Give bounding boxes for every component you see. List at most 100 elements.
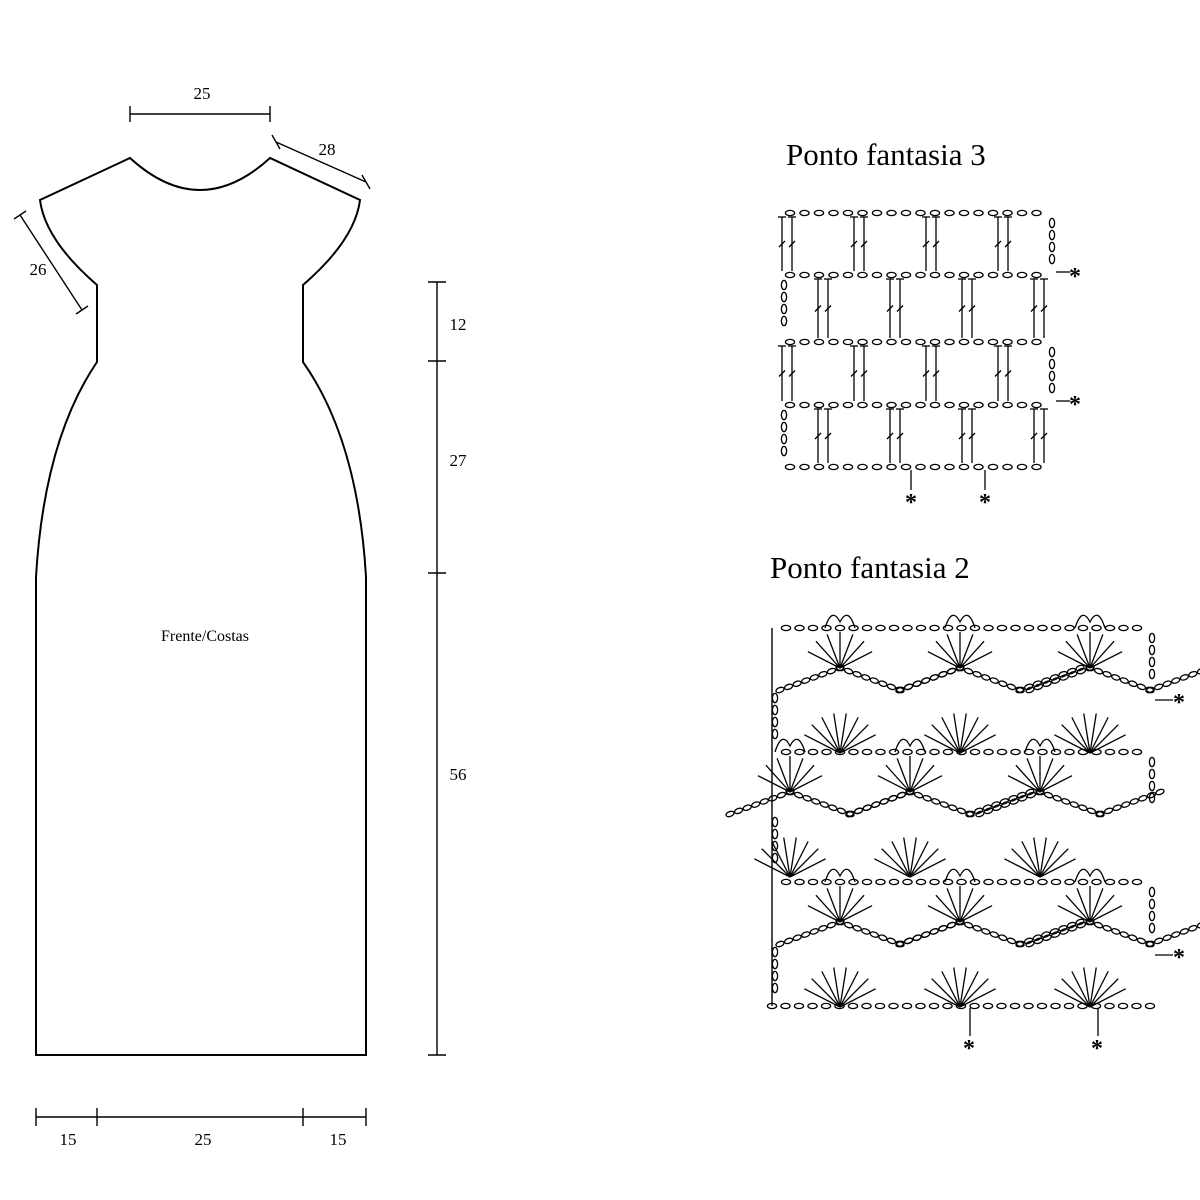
fan-stitch [839,717,859,754]
chain-stitch [857,338,868,346]
chain-stitch [1033,683,1044,691]
chain-stitch [921,677,931,684]
double-crochet [850,370,858,377]
chain-stitch [963,667,974,675]
chain-stitch [1031,401,1042,409]
chain-stitch [1048,241,1056,253]
chain-stitch [861,1002,872,1010]
fan-stitch [826,634,841,669]
chain-stitch [835,664,845,672]
chain-stitch [1058,924,1068,932]
chain-stitch [843,921,854,929]
chain-stitch [813,463,825,471]
chain-stitch [1036,1002,1048,1010]
chain-stitch [888,748,900,756]
fan-stitch [789,841,809,878]
chain-stitch [973,338,984,346]
chain-stitch [792,934,802,942]
chain-stitch [944,271,955,279]
chain-stitch [801,931,811,938]
chain-stitch [1118,624,1129,632]
chain-stitch [1148,768,1156,780]
chain-stitch [871,209,883,217]
chain-stitch [929,209,941,217]
fan-stitch [789,837,797,878]
chain-stitch [1002,338,1013,346]
chain-stitch [1031,209,1042,217]
chain-stitch [780,303,788,315]
chain-stitch [1077,624,1089,632]
chain-stitch [780,291,788,303]
chain-stitch [944,463,955,471]
chain-stitch [878,680,888,688]
chain-stitch [963,921,974,929]
armhole-label: 26 [30,260,47,279]
chain-stitch [886,209,897,217]
chain-stitch [1148,792,1156,804]
chain-stitch [818,924,828,932]
chain-stitch [902,878,913,886]
fan-stitch [1071,717,1091,754]
fan-stitch [1033,837,1041,878]
chain-stitch [784,463,796,471]
chain-stitch [989,931,999,938]
chain-stitch [1148,898,1156,910]
double-crochet [922,370,930,377]
chain-stitch [771,840,779,852]
chain-stitch [1033,937,1044,945]
fan-stitch [811,724,841,754]
chain-stitch [813,209,825,217]
piece-label: Frente/Costas [161,628,249,645]
chain-stitch [862,804,872,812]
chain-stitch [1104,624,1116,632]
chain-stitch [742,804,752,812]
chain-stitch [981,928,991,935]
chain-stitch [780,1002,791,1010]
fan-stitch [833,713,841,754]
fan-stitch [1089,905,1123,923]
fan-stitch [1089,988,1126,1008]
chain-stitch [1155,788,1165,796]
chain-stitch [955,918,965,926]
skirt-height-label: 56 [450,765,467,784]
fan-stitch [839,640,865,669]
chain-stitch [826,921,837,929]
chain-stitch [780,421,788,433]
chain-stitch [780,445,788,457]
chain-stitch [1148,668,1156,680]
fan-stitch [896,758,911,793]
chain-stitch [842,209,854,217]
chain-stitch [896,791,907,799]
fan-stitch [839,971,859,1008]
chain-stitch [944,401,955,409]
chain-stitch [843,667,854,675]
chain-stitch [828,804,838,812]
chain-stitch [818,670,828,678]
double-crochet [850,240,858,248]
fan-stitch [815,640,841,669]
chain-stitch [1148,886,1156,898]
chain-stitch [794,624,805,632]
chain-stitch [915,209,926,217]
chain-stitch [775,686,785,694]
chain-stitch [1153,937,1164,945]
chain-stitch [861,928,871,935]
chain-stitch [929,271,941,279]
fan-stitch [839,724,869,754]
fan-stitch [1011,848,1041,878]
chain-stitch [969,748,981,756]
fan-stitch [1089,888,1104,923]
chain-stitch [1002,463,1013,471]
chain-stitch [807,624,819,632]
stitch3-title: Ponto fantasia 3 [786,137,986,172]
chain-stitch [828,271,839,279]
chain-stitch [875,624,886,632]
double-crochet [896,305,904,312]
chain-stitch [1076,921,1087,929]
chain-stitch [871,338,883,346]
chain-stitch [991,801,1001,808]
chain-stitch [869,677,879,684]
fan-stitch [1015,764,1041,793]
chain-stitch [912,934,922,942]
chain-stitch [1008,794,1018,802]
